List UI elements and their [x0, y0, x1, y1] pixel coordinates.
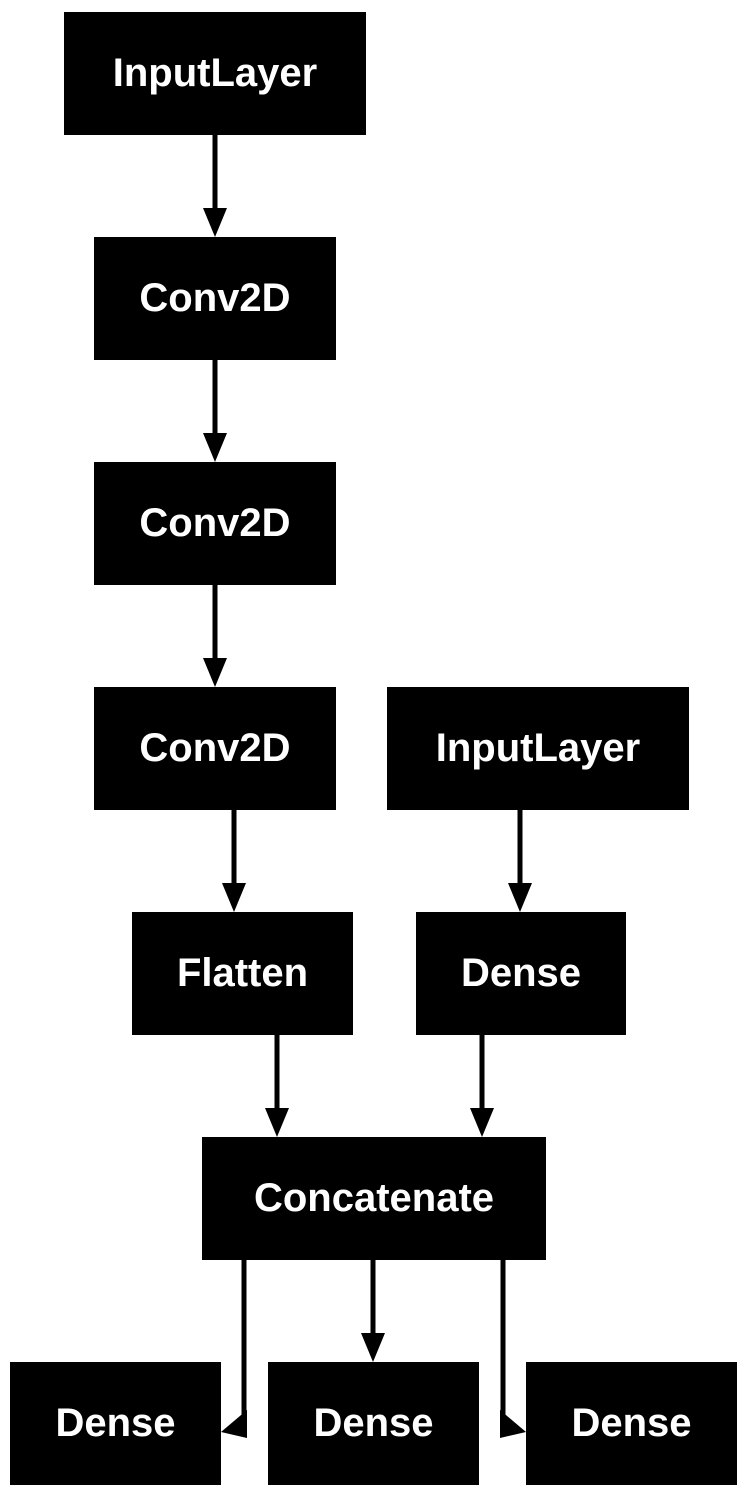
- node-dense-output-1: Dense: [10, 1362, 221, 1485]
- edge-concatenate-to-denseout3: [500, 1260, 526, 1438]
- edge-concatenate-to-denseout1: [221, 1260, 247, 1438]
- node-concatenate: Concatenate: [202, 1137, 546, 1260]
- edge-densein-to-concatenate: [470, 1035, 494, 1137]
- node-conv2d-2: Conv2D: [94, 462, 336, 585]
- node-label: Concatenate: [253, 1176, 495, 1220]
- node-flatten: Flatten: [132, 912, 353, 1035]
- node-label: Flatten: [176, 951, 309, 995]
- node-label: Conv2D: [139, 501, 291, 545]
- node-dense-output-3: Dense: [526, 1362, 737, 1485]
- node-label: InputLayer: [435, 726, 641, 770]
- node-dense-output-2: Dense: [268, 1362, 479, 1485]
- node-input-layer-1: InputLayer: [64, 12, 366, 135]
- node-conv2d-3: Conv2D: [94, 687, 336, 810]
- node-input-layer-2: InputLayer: [387, 687, 689, 810]
- edge-input2-to-densein: [508, 810, 532, 912]
- edge-concatenate-to-denseout2: [361, 1260, 385, 1362]
- node-conv2d-1: Conv2D: [94, 237, 336, 360]
- node-label: Dense: [313, 1401, 434, 1445]
- node-label: Conv2D: [139, 276, 291, 320]
- edge-input1-to-conv2d1: [203, 135, 227, 237]
- edge-conv2d3-to-flatten: [222, 810, 246, 912]
- edge-conv2d2-to-conv2d3: [203, 585, 227, 687]
- edge-flatten-to-concatenate: [265, 1035, 289, 1137]
- node-label: Dense: [460, 951, 582, 995]
- edge-conv2d1-to-conv2d2: [203, 360, 227, 462]
- node-label: Dense: [55, 1401, 176, 1445]
- node-dense-input: Dense: [416, 912, 626, 1035]
- node-label: Conv2D: [139, 726, 291, 770]
- node-label: InputLayer: [112, 51, 318, 95]
- node-label: Dense: [571, 1401, 692, 1445]
